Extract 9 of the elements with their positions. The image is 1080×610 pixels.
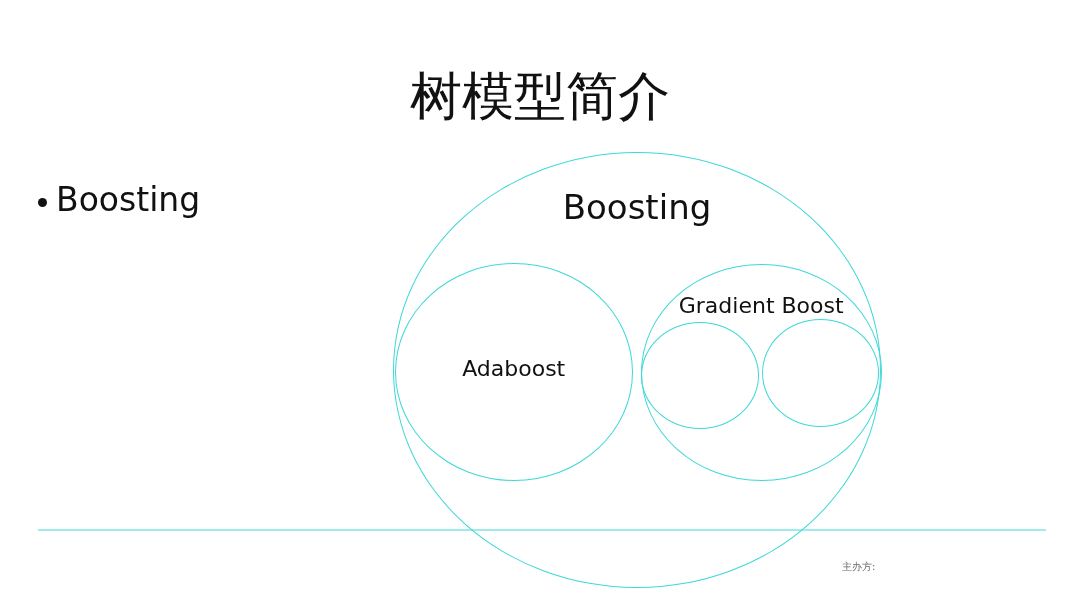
- ellipse-node: [640, 263, 882, 481]
- ellipse-node: [393, 152, 881, 588]
- bullet-text: Boosting: [56, 180, 201, 219]
- node-label: Gradient Boost: [677, 292, 845, 318]
- node-label: Boosting: [561, 187, 713, 227]
- label-text: 主办方:: [842, 560, 876, 574]
- node-label: Adaboost: [461, 355, 567, 381]
- slide-title: 树模型简介: [409, 65, 671, 128]
- circle-node: [641, 322, 760, 430]
